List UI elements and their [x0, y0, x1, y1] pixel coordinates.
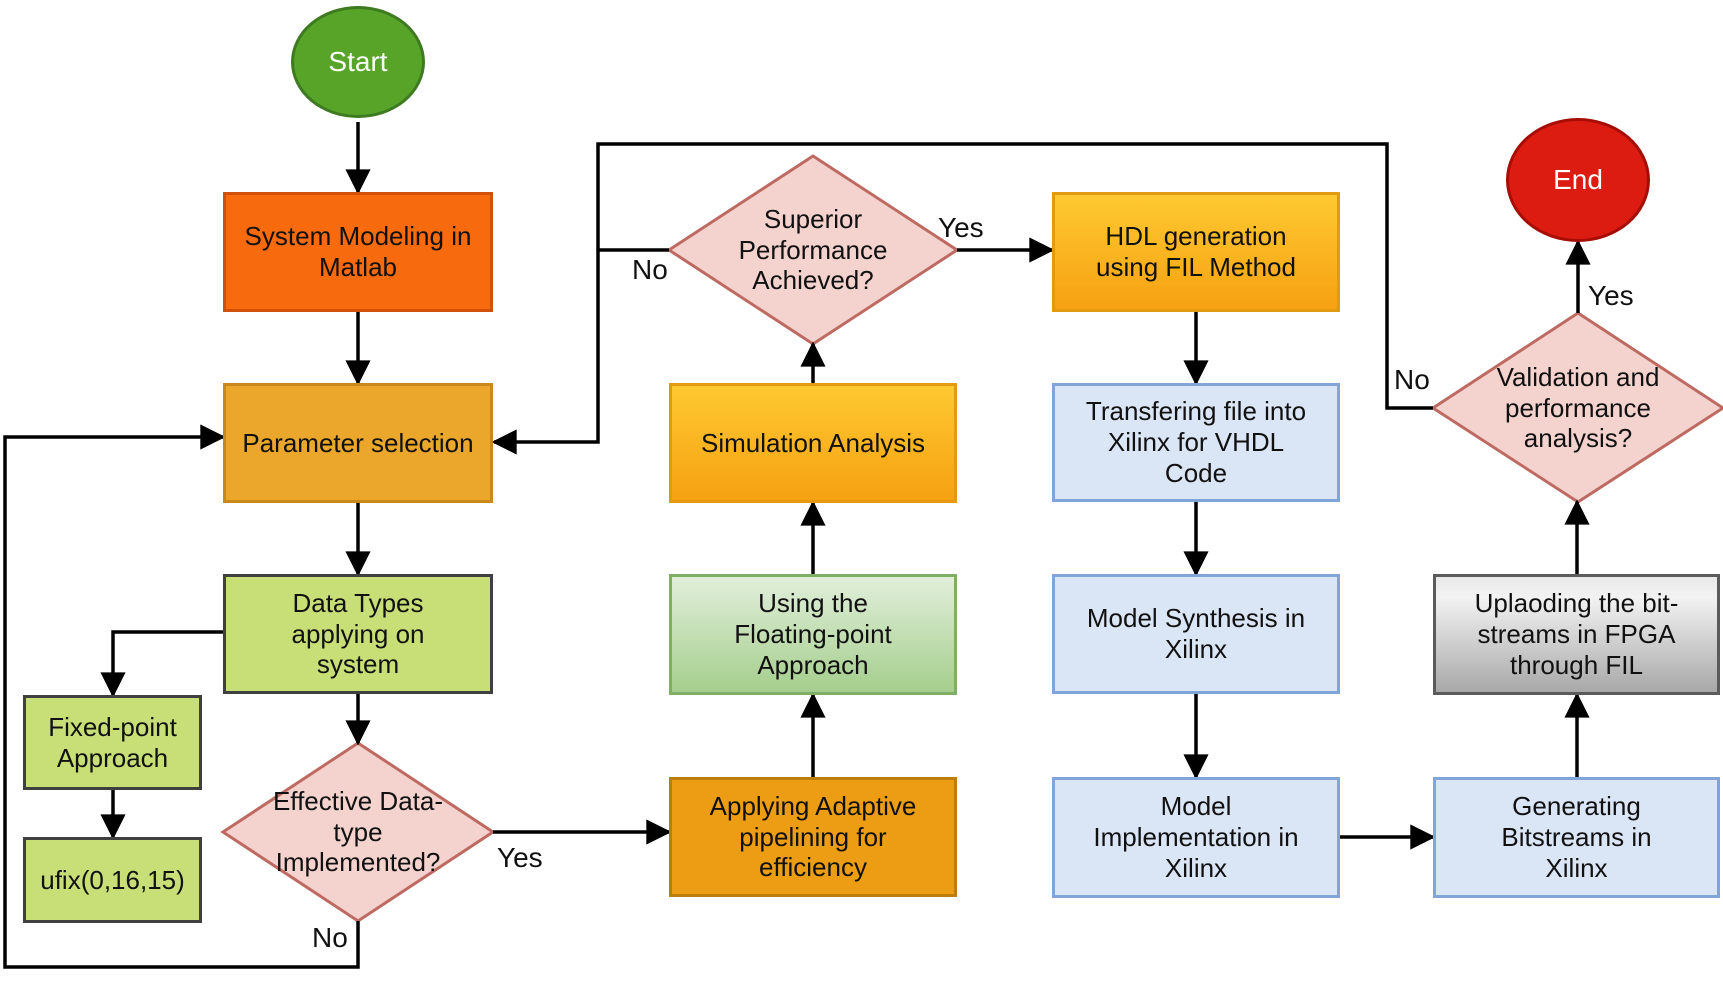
model-synthesis-node: Model Synthesis in Xilinx: [1052, 574, 1340, 694]
effective-no-label: No: [312, 922, 348, 953]
model-implementation-node: Model Implementation in Xilinx: [1052, 777, 1340, 898]
effective-decision-text: Effective Data-type Implemented?: [272, 785, 444, 878]
edge-effective-no-loop-to-parameter-selection: [3, 424, 360, 969]
superior-yes-label: Yes: [938, 212, 984, 243]
validation-no-label: No: [1394, 364, 1430, 395]
parameter-selection-node: Parameter selection: [223, 383, 493, 503]
applying-adaptive-pipelining-node: Applying Adaptive pipelining for efficie…: [669, 777, 957, 897]
start-node: Start: [291, 6, 425, 118]
system-modeling-node: System Modeling in Matlab: [223, 192, 493, 312]
fixed-point-approach-node: Fixed-point Approach: [23, 695, 202, 790]
uploading-bitstreams-node: Uplaoding the bit-streams in FPGA throug…: [1433, 574, 1720, 695]
superior-decision-text: Superior Performance Achieved?: [738, 203, 888, 296]
transfering-file-node: Transfering file into Xilinx for VHDL Co…: [1052, 383, 1340, 502]
end-node: End: [1506, 118, 1650, 242]
edge-data-types-to-fixed-point: [100, 630, 223, 698]
effective-yes-label: Yes: [497, 842, 543, 873]
hdl-generation-node: HDL generation using FIL Method: [1052, 192, 1340, 312]
validation-decision-text: Validation and performance analysis?: [1496, 361, 1660, 454]
generating-bitstreams-node: Generating Bitstreams in Xilinx: [1433, 777, 1720, 898]
superior-no-label: No: [632, 254, 668, 285]
ufix-node: ufix(0,16,15): [23, 837, 202, 923]
floating-point-approach-node: Using the Floating-point Approach: [669, 574, 957, 695]
validation-yes-label: Yes: [1588, 280, 1634, 311]
data-types-node: Data Types applying on system: [223, 574, 493, 694]
validation-decision-label: Validation and performance analysis?: [1458, 333, 1698, 483]
effective-decision-label: Effective Data-type Implemented?: [238, 758, 478, 906]
simulation-analysis-node: Simulation Analysis: [669, 383, 957, 503]
superior-decision-label: Superior Performance Achieved?: [693, 175, 933, 325]
edge-validation-no-loop-to-parameter-selection: [491, 142, 1433, 455]
